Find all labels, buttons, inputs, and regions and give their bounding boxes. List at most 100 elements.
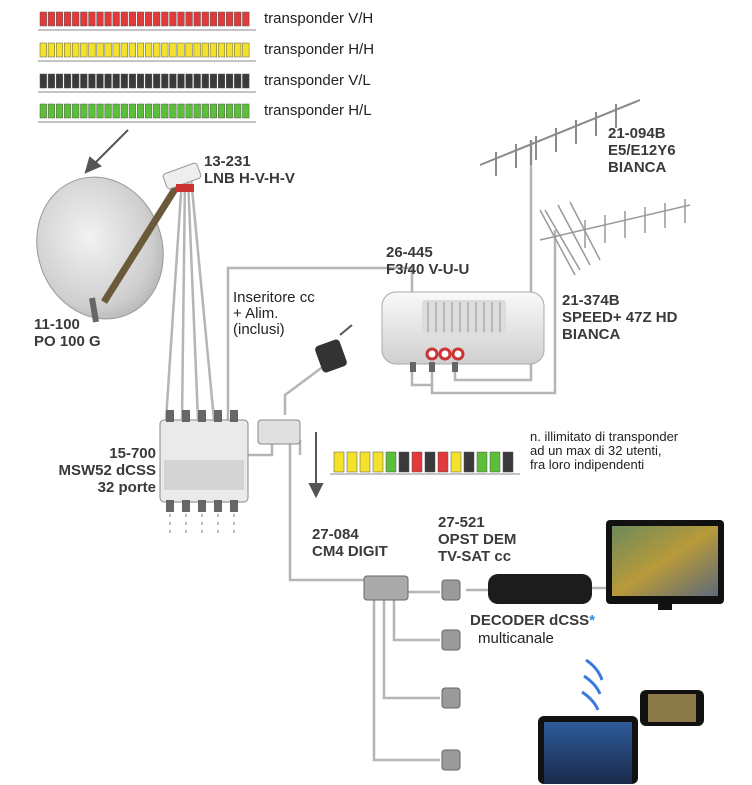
strip-cell — [209, 73, 217, 89]
strip-cell — [185, 42, 193, 58]
mixed-strip-cell — [476, 451, 488, 473]
strip-cell — [169, 42, 177, 58]
strip-cell — [55, 42, 64, 58]
strip-cell — [193, 103, 201, 119]
decoder-star: * — [589, 612, 596, 629]
mixed-strip-cell — [385, 451, 397, 473]
transponder-label-hl: transponder H/L — [264, 102, 372, 119]
strip-cell — [39, 42, 47, 58]
strip-cell — [193, 42, 201, 58]
strip-cell — [153, 11, 161, 27]
strip-cell — [55, 73, 64, 89]
strip-cell — [112, 103, 120, 119]
decoder-sub: multicanale — [478, 630, 554, 647]
strip-cell — [217, 42, 226, 58]
strip-cell — [64, 73, 72, 89]
strip-cell — [169, 73, 177, 89]
strip-cell — [96, 103, 104, 119]
strip-cell — [80, 73, 88, 89]
strip-cell — [145, 11, 153, 27]
strip-cell — [201, 42, 209, 58]
decoder-name: DECODER dCSS* — [470, 612, 595, 629]
mixed-strip-cell — [437, 451, 449, 473]
strip-cell — [112, 11, 120, 27]
splitter-device — [363, 575, 409, 601]
strip-cell — [209, 11, 217, 27]
antenna2-color: BIANCA — [562, 326, 621, 343]
outlets — [441, 579, 461, 771]
strip-cell — [39, 11, 47, 27]
strip-cell — [47, 11, 55, 27]
strip-cell — [234, 42, 242, 58]
strip-cell — [217, 11, 226, 27]
splitter-name: CM4 DIGIT — [312, 543, 388, 560]
strip-cell — [120, 42, 128, 58]
mixed-strip-cell — [372, 451, 384, 473]
power-supply — [315, 324, 353, 373]
mixed-strip-cell — [398, 451, 410, 473]
mixed-strip-cell — [411, 451, 423, 473]
strip-cell — [55, 11, 64, 27]
strip-cell — [80, 42, 88, 58]
strip-cell — [72, 11, 80, 27]
antenna2-name: SPEED+ 47Z HD — [562, 309, 678, 326]
strip-cell — [96, 42, 104, 58]
strip-cell — [177, 42, 185, 58]
strip-cell — [55, 103, 64, 119]
decoder-name-text: DECODER dCSS — [470, 612, 590, 629]
note-line1: n. illimitato di transponder — [530, 429, 679, 444]
strip-cell — [242, 103, 250, 119]
arrow-down — [308, 432, 324, 499]
injector-line3: (inclusi) — [233, 321, 285, 338]
strip-cell — [177, 11, 185, 27]
multiswitch-device — [159, 410, 249, 538]
arrow-to-dish — [84, 129, 129, 174]
strip-cell — [39, 73, 47, 89]
strip-cell — [145, 73, 153, 89]
mixed-transponder-strip — [333, 451, 514, 473]
strip-cell — [153, 42, 161, 58]
note-line3: fra loro indipendenti — [530, 457, 645, 472]
dish-code: 11-100 — [34, 316, 80, 333]
strip-cell — [234, 11, 242, 27]
strip-cell — [112, 42, 120, 58]
multiswitch-name: MSW52 dCSS — [58, 462, 156, 479]
strip-cell — [47, 73, 55, 89]
strip-cell — [88, 73, 96, 89]
strip-cell — [193, 11, 201, 27]
strip-cell — [96, 11, 104, 27]
strip-cell — [104, 11, 112, 27]
outlet-sub: TV-SAT cc — [438, 548, 512, 565]
strip-cell — [217, 103, 226, 119]
strip-cell — [145, 103, 153, 119]
cables — [164, 140, 606, 762]
strip-cell — [185, 103, 193, 119]
strip-cell — [128, 103, 136, 119]
strip-cell — [72, 42, 80, 58]
strip-cell — [177, 103, 185, 119]
mixed-strip-cell — [424, 451, 436, 473]
satellite-dish — [36, 176, 185, 323]
antenna1-color: BIANCA — [608, 159, 667, 176]
strip-cell — [242, 42, 250, 58]
injector-line2: + Alim. — [233, 305, 279, 322]
tablet — [538, 716, 638, 784]
strip-cell — [153, 73, 161, 89]
strip-cell — [209, 42, 217, 58]
strip-cell — [242, 73, 250, 89]
transponder-label-vh: transponder V/H — [264, 10, 374, 27]
mixed-strip-cell — [463, 451, 475, 473]
strip-cell — [80, 11, 88, 27]
mixed-strip-cell — [489, 451, 501, 473]
strip-cell — [120, 11, 128, 27]
television — [606, 520, 724, 610]
strip-cell — [201, 11, 209, 27]
transponder-label-vl: transponder V/L — [264, 72, 371, 89]
strip-cell — [145, 42, 153, 58]
antenna1-name: E5/E12Y6 — [608, 142, 676, 159]
transponder-label-hh: transponder H/H — [264, 41, 375, 58]
strip-cell — [104, 103, 112, 119]
antenna2-code: 21-374B — [562, 292, 620, 309]
strip-cell — [234, 103, 242, 119]
decoder-box — [488, 574, 592, 604]
